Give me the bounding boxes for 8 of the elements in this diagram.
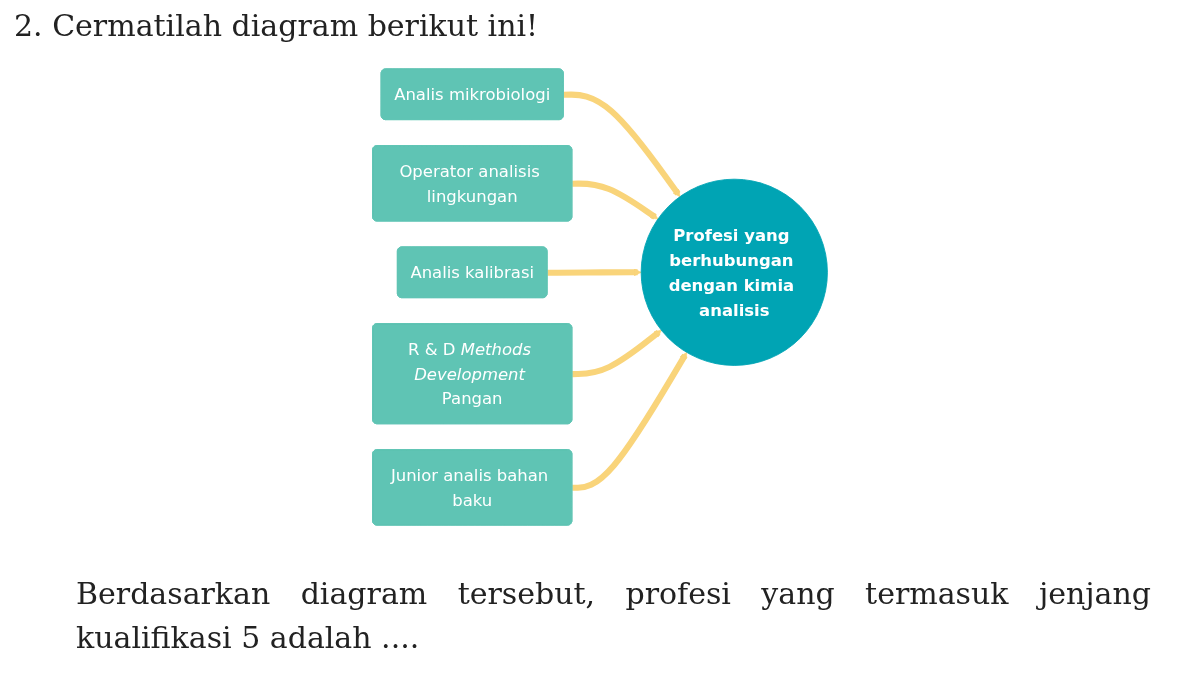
node-circle: Profesi yang berhubungan dengan kimia analisis <box>640 178 828 366</box>
arrow <box>572 180 659 220</box>
question-title: 2. Cermatilah diagram berikut ini! <box>14 8 539 43</box>
arrow <box>547 268 642 277</box>
arrow <box>572 329 662 378</box>
arrow <box>563 91 681 197</box>
question-text: Berdasarkan diagram tersebut, profesi yang termasuk jenjang kualifikasi 5 adalah .... <box>76 575 1151 657</box>
arrow <box>572 352 688 491</box>
